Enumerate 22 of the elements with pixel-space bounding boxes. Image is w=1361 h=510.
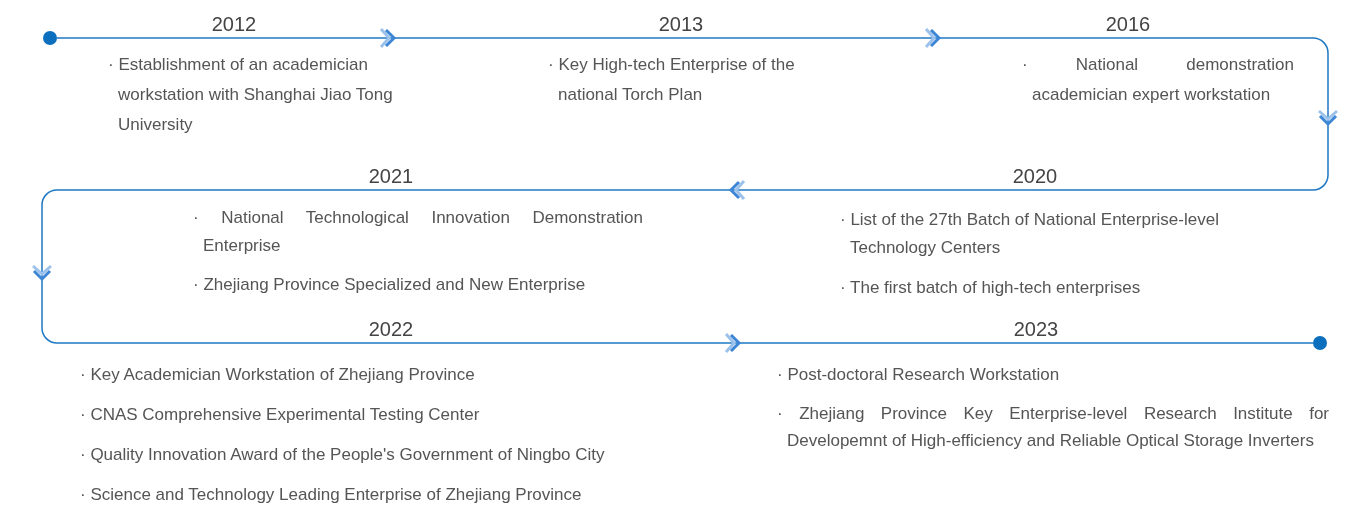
milestone-text: · The first batch of high-tech enterprises [840,277,1142,299]
milestone-text: · Key Academician Workstation of Zhejiang Province [80,364,476,386]
year-label: 2012 [210,12,258,36]
year-label: 2020 [1011,164,1059,188]
milestone-text: · National demonstration academician expert workstation [1022,54,1294,106]
milestone-text: · Quality Innovation Award of the People's Government of Ningbo City [80,444,606,466]
year-label: 2021 [367,164,415,188]
milestone-text: · List of the 27th Batch of National Enterprise-level Technology Centers [840,209,1220,259]
milestone-text: · National Technological Innovation Demonstration Enterprise [193,207,643,257]
milestone-text: · Zhejiang Province Key Enterprise-level Research Institute for Developemnt of High-efficiency and Reliable Optical Storage Inverters [777,403,1329,452]
year-label: 2013 [657,12,705,36]
timeline-dot [43,31,57,45]
milestone-text: · Science and Technology Leading Enterprise of Zhejiang Province [80,484,583,506]
milestone-text: · Key High-tech Enterprise of the national Torch Plan [548,54,796,106]
milestone-text: · Zhejiang Province Specialized and New Enterprise [193,274,587,296]
year-label: 2022 [367,317,415,341]
milestone-text: · Post-doctoral Research Workstation [777,364,1061,386]
year-label: 2016 [1104,12,1152,36]
year-label: 2023 [1012,317,1060,341]
timeline-dot [1313,336,1327,350]
milestone-text: · CNAS Comprehensive Experimental Testing Center [80,404,481,426]
milestone-text: · Establishment of an academician workstation with Shanghai Jiao Tong University [108,54,394,136]
